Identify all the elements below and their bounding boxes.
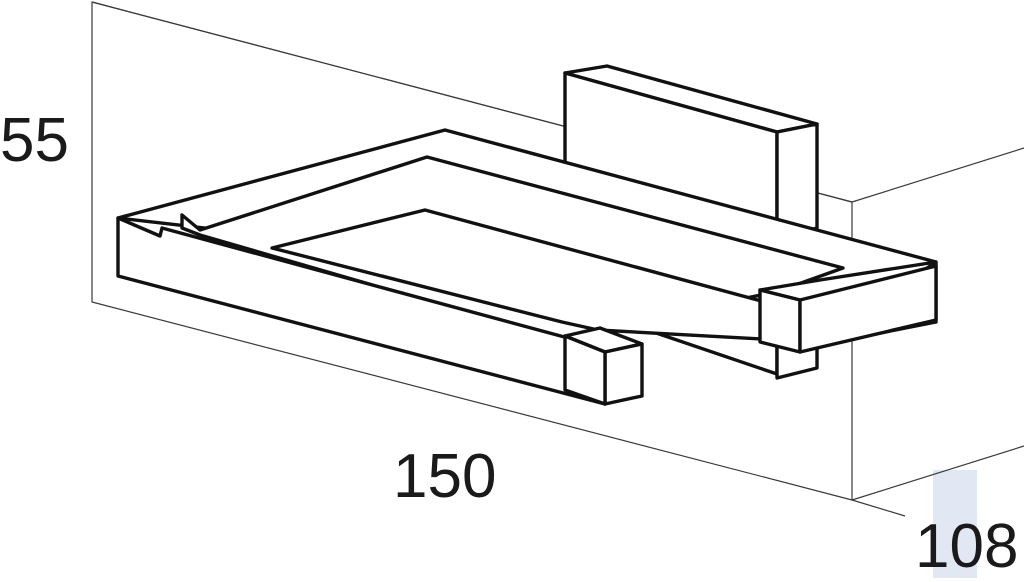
mount-block-side bbox=[775, 122, 819, 240]
height-dimension-label: 55 bbox=[0, 106, 69, 175]
depth-dimension-label: 108 bbox=[915, 512, 1018, 581]
watermark-strip bbox=[933, 470, 977, 578]
side-wall bbox=[851, 147, 1024, 501]
tray bbox=[116, 128, 938, 406]
mount-block bbox=[563, 64, 819, 240]
tray-front-cap-face bbox=[603, 342, 644, 406]
tray-right-cap-face bbox=[798, 264, 938, 354]
tray-front-cap-left bbox=[563, 334, 607, 406]
tray-right-cap-front bbox=[758, 288, 802, 354]
width-dimension-label: 150 bbox=[393, 442, 496, 511]
depth-guide bbox=[851, 499, 906, 517]
